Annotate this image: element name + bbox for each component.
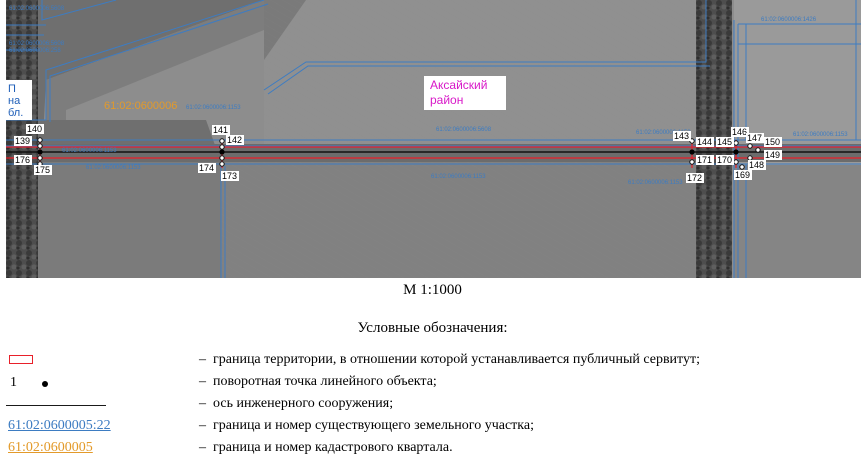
point-label-174: 174 [198, 163, 216, 173]
svg-text:176: 176 [15, 155, 30, 165]
legend-dash: – [199, 440, 206, 455]
district-label-line-1: Аксайский [430, 78, 487, 92]
legend-row-turning-point: 1 – поворотная точка линейного объекта; [6, 374, 861, 392]
svg-text:169: 169 [735, 170, 750, 180]
parcel-label: 61:02:0600006:5608 [9, 41, 65, 47]
field-lower-left [36, 160, 221, 278]
legend-row-parcel: 61:02:0600005:22 – граница и номер сущес… [6, 418, 861, 436]
field-upper-left-band [46, 0, 264, 120]
svg-text:143: 143 [674, 131, 689, 141]
svg-text:145: 145 [717, 137, 732, 147]
district-label-line-2: район [430, 93, 463, 107]
point-label-171: 171 [696, 155, 714, 165]
point-label-143: 143 [673, 131, 691, 141]
point-label-144: 144 [696, 137, 714, 147]
svg-text:174: 174 [199, 163, 214, 173]
legend-dash: – [199, 396, 206, 411]
point-label-169: 169 [734, 170, 752, 180]
svg-text:172: 172 [687, 173, 702, 183]
point-label-176: 176 [14, 155, 32, 165]
parcel-label: 61:02:0600006:258 [9, 48, 61, 54]
legend-text-axis: ось инженерного сооружения; [213, 396, 394, 411]
legend-text-servitude: граница территории, в отношении которой … [213, 352, 700, 367]
parcel-label: 61:02:0600006:1153 [186, 105, 241, 111]
parcel-label: 61:02:0600006:1153 [431, 174, 486, 180]
turning-points [37, 137, 761, 170]
point-label-145: 145 [716, 137, 734, 147]
parcel-label: 61:02:0600006:5608 [9, 6, 65, 12]
quarter-number-main: 61:02:0600006 [104, 100, 177, 112]
svg-text:171: 171 [697, 155, 712, 165]
left-label-box [6, 80, 32, 120]
legend-title: Условные обозначения: [357, 320, 508, 336]
axis-points [37, 149, 739, 155]
legend-row-axis: – ось инженерного сооружения; [6, 396, 861, 414]
parcel-label: 61:02:0600006:1153 [636, 130, 691, 136]
legend-row-servitude: – граница территории, в отношении которо… [6, 352, 861, 370]
point-label-172: 172 [686, 173, 704, 183]
point-label-170: 170 [716, 155, 734, 165]
legend-quarter-sample: 61:02:0600005 [8, 440, 93, 455]
cadastral-map: П на бл. Аксайский район 61:02:0600006 6… [6, 0, 861, 278]
parcel-label: 61:02:0600006:1153 [86, 165, 141, 171]
point-label-146: 146 [731, 127, 749, 137]
left-label-line-2: на [8, 95, 21, 107]
legend-dash: – [199, 418, 206, 433]
legend-text-turning-point: поворотная точка линейного объекта; [213, 374, 437, 389]
legend-dash: – [199, 352, 206, 367]
svg-text:148: 148 [749, 160, 764, 170]
point-label-175: 175 [34, 165, 52, 175]
svg-text:139: 139 [15, 136, 30, 146]
legend-symbol-parcel: 61:02:0600005:22 [6, 418, 186, 436]
svg-text:141: 141 [213, 125, 228, 135]
point-label-173: 173 [221, 171, 239, 181]
legend-symbol-quarter: 61:02:0600005 [6, 440, 186, 458]
point-label-150: 150 [764, 137, 782, 147]
point-label-147: 147 [746, 133, 764, 143]
parcel-label: 61:02:0600006:1153 [628, 180, 683, 186]
legend-parcel-sample: 61:02:0600005:22 [8, 418, 111, 433]
svg-text:170: 170 [717, 155, 732, 165]
svg-text:175: 175 [35, 165, 50, 175]
point-label-148: 148 [748, 160, 766, 170]
svg-text:149: 149 [765, 150, 780, 160]
parcel-label: 61:02:0600006:1426 [761, 17, 817, 23]
parcel-label: 61:02:0600006:1153 [62, 148, 117, 154]
parcel-label: 61:02:0600006:1153 [793, 132, 848, 138]
point-dot-icon [42, 381, 48, 387]
left-label-line-1: П [8, 83, 16, 95]
svg-text:140: 140 [27, 124, 42, 134]
legend-text-parcel: граница и номер существующего земельного… [213, 418, 534, 433]
svg-text:146: 146 [732, 127, 747, 137]
point-label-142: 142 [226, 135, 244, 145]
svg-text:147: 147 [747, 133, 762, 143]
legend-row-quarter: 61:02:0600005 – граница и номер кадастро… [6, 440, 861, 458]
legend-symbol-servitude [6, 352, 116, 370]
legend-text-quarter: граница и номер кадастрового квартала. [213, 440, 453, 455]
point-label-141: 141 [212, 125, 230, 135]
svg-text:173: 173 [222, 171, 237, 181]
point-label-139: 139 [14, 136, 32, 146]
left-label-line-3: бл. [8, 107, 23, 119]
field-right-lower [734, 165, 861, 278]
svg-text:144: 144 [697, 137, 712, 147]
svg-text:150: 150 [765, 137, 780, 147]
legend-dash: – [199, 374, 206, 389]
legend-symbol-axis [6, 396, 116, 414]
district-label-box [424, 76, 506, 110]
legend-point-number: 1 [10, 375, 17, 390]
point-label-149: 149 [764, 150, 782, 160]
parcel-label: 61:02:0600006:5608 [436, 127, 492, 133]
point-label-140: 140 [26, 124, 44, 134]
svg-text:142: 142 [227, 135, 242, 145]
legend-symbol-turning-point: 1 [6, 374, 116, 392]
map-scale: М 1:1000 [403, 282, 462, 298]
field-upper-left [36, 0, 264, 148]
